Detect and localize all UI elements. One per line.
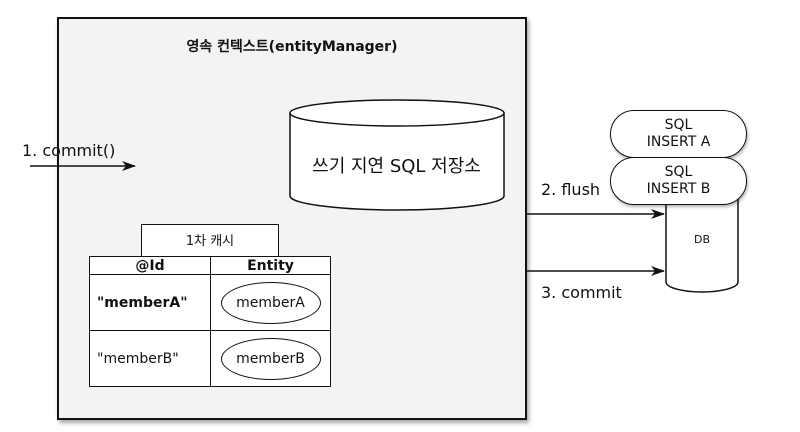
flush-label: 2. flush [541, 180, 601, 199]
table-row: "memberB" memberB [89, 330, 331, 387]
column-header-id: @Id [89, 256, 211, 275]
cache-id-cell: "memberA" [89, 274, 211, 331]
database-label: DB [693, 233, 711, 246]
commit-call-label: 1. commit() [22, 141, 116, 160]
persistence-context-title: 영속 컨텍스트(entityManager) [186, 39, 398, 55]
cache-entity-cell: memberA [210, 274, 331, 331]
first-level-cache-table: @Id Entity "memberA" memberA "memberB" m… [89, 256, 331, 387]
sql-insert-b-pill: SQL INSERT B [610, 157, 747, 205]
entity-oval: memberA [220, 281, 321, 324]
entity-oval: memberB [220, 337, 321, 380]
sql-pill-line2: INSERT B [646, 181, 711, 197]
column-header-entity: Entity [210, 256, 331, 275]
write-behind-store-cylinder-icon [289, 99, 505, 211]
db-commit-label: 3. commit [541, 283, 622, 302]
sql-pill-line2: INSERT A [646, 134, 711, 150]
sql-pill-line1: SQL [664, 117, 693, 133]
first-level-cache-label: 1차 캐시 [141, 224, 279, 257]
table-row: "memberA" memberA [89, 274, 331, 331]
sql-insert-a-pill: SQL INSERT A [610, 110, 747, 158]
cache-id-cell: "memberB" [89, 330, 211, 387]
cache-entity-cell: memberB [210, 330, 331, 387]
write-behind-store-label: 쓰기 지연 SQL 저장소 [312, 156, 481, 177]
sql-pill-line1: SQL [664, 164, 693, 180]
database-cylinder-icon [665, 195, 739, 293]
